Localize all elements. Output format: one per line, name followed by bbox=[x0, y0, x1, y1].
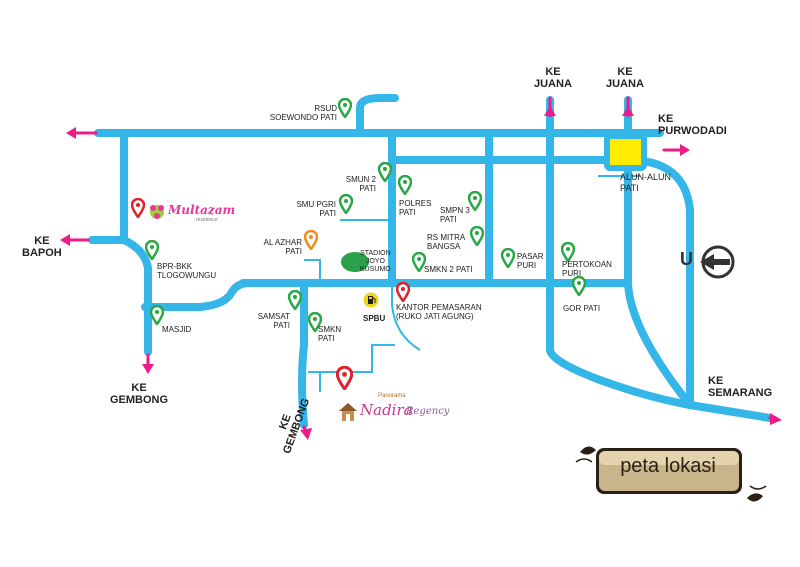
label-rsud: RSUD SOEWONDO PATI bbox=[269, 104, 337, 122]
peta-lokasi-badge: peta lokasi bbox=[574, 440, 769, 515]
label-pasar-puri: PASAR PURI bbox=[517, 252, 544, 270]
road-small-3 bbox=[391, 283, 421, 351]
label-gor-pati: GOR PATI bbox=[563, 304, 601, 313]
label-al-azhar: AL AZHAR PATI bbox=[263, 238, 302, 256]
road-rsud-stub bbox=[356, 94, 399, 137]
label-ke-juana-1: ke JUANA bbox=[534, 66, 572, 90]
nadira-regency-logo: Panorama Nadira Regency bbox=[338, 393, 450, 427]
arrow-purwodadi-head bbox=[680, 144, 690, 156]
pin-samsat bbox=[288, 290, 302, 310]
pin-smkn2 bbox=[412, 252, 426, 272]
road-semarang bbox=[686, 401, 774, 422]
label-pertokoan: PERTOKOAN PURI bbox=[562, 260, 612, 278]
arrow-gembong-2-head bbox=[300, 428, 312, 440]
house-icon bbox=[339, 403, 357, 421]
arrow-gembong-1-head bbox=[142, 364, 154, 374]
nadira-text: Nadira bbox=[360, 401, 413, 419]
pin-nadira-regency bbox=[336, 366, 353, 390]
pin-multazam bbox=[131, 198, 145, 218]
pin-polres bbox=[398, 175, 412, 195]
label-ke-gembong-1: ke GEMBONG bbox=[110, 382, 169, 406]
peta-lokasi-text: peta lokasi bbox=[620, 455, 716, 477]
arrow-west-top-head bbox=[66, 127, 76, 139]
label-kantor-pemasaran: KANTOR PEMASARAN (RUKO JATI AGUNG) bbox=[396, 303, 482, 321]
label-smkn-pati: SMKN PATI bbox=[318, 325, 342, 343]
fuel-pump-icon bbox=[363, 292, 379, 308]
label-spbu: SPBU bbox=[363, 314, 386, 323]
pin-smkn-pati bbox=[308, 312, 322, 332]
label-samsat: SAMSAT PATI bbox=[257, 312, 290, 330]
arrow-semarang-head bbox=[770, 413, 782, 425]
alun-alun-square bbox=[604, 133, 647, 171]
label-smpn3: SMPN 3 PATI bbox=[440, 206, 470, 224]
label-bpr-bkk: BPR-BKK TLOGOWUNGU bbox=[157, 262, 217, 280]
road-small-2 bbox=[304, 259, 321, 283]
pin-gor-pati bbox=[572, 276, 586, 296]
pin-pasar-puri bbox=[501, 248, 515, 268]
panorama-text: Panorama bbox=[378, 393, 406, 399]
label-alun-alun: alun-alun PATI bbox=[620, 172, 672, 193]
label-ke-juana-2: ke JUANA bbox=[606, 66, 644, 90]
badge-ornament bbox=[575, 446, 767, 502]
stadium-marker bbox=[341, 252, 369, 272]
road-vertical-628 bbox=[624, 96, 694, 409]
regency-text: Regency bbox=[406, 406, 450, 417]
arrow-bapoh-head bbox=[60, 234, 70, 246]
label-ke-bapoh: ke BAPOH bbox=[22, 235, 62, 259]
compass-arrow-icon bbox=[700, 245, 735, 279]
pin-masjid bbox=[150, 305, 164, 325]
arrow-juana-1-head bbox=[544, 106, 556, 116]
road-main-west-curve bbox=[141, 279, 254, 311]
label-ke-semarang: ke SEMARANG bbox=[708, 375, 773, 399]
road-gembong-south bbox=[298, 279, 308, 429]
label-rs-mitra: RS MITRA BANGSA bbox=[427, 233, 466, 251]
label-stadion: stadion JOYO KUSUMO bbox=[360, 250, 391, 273]
pin-kantor-pemasaran bbox=[396, 282, 410, 302]
pin-pertokoan bbox=[561, 242, 575, 262]
label-smkn2: SMKN 2 PATI bbox=[424, 265, 473, 274]
arrow-juana-2-head bbox=[622, 106, 634, 116]
pin-bpr-bkk bbox=[145, 240, 159, 260]
label-polres: POLRES PATI bbox=[399, 199, 432, 217]
pin-smun2 bbox=[378, 162, 392, 182]
label-masjid: MASJID bbox=[162, 325, 192, 334]
pin-smu-pgri bbox=[339, 194, 353, 214]
label-smun2: SMUN 2 PATI bbox=[345, 175, 376, 193]
multazam-logo-text: Multazam bbox=[168, 203, 236, 217]
multazam-logo: Multazam residence bbox=[148, 200, 235, 231]
label-ke-purwodadi: ke PURWODADI bbox=[658, 113, 727, 137]
pin-smpn3 bbox=[468, 191, 482, 211]
pin-rs-mitra bbox=[470, 226, 484, 246]
compass-letter: U bbox=[680, 249, 693, 269]
label-smu-pgri: SMU PGRI PATI bbox=[296, 200, 336, 218]
pin-rsud bbox=[338, 98, 352, 118]
pin-al-azhar bbox=[304, 230, 318, 250]
road-vertical-550 bbox=[546, 96, 694, 409]
multazam-logo-sub: residence bbox=[196, 217, 218, 223]
